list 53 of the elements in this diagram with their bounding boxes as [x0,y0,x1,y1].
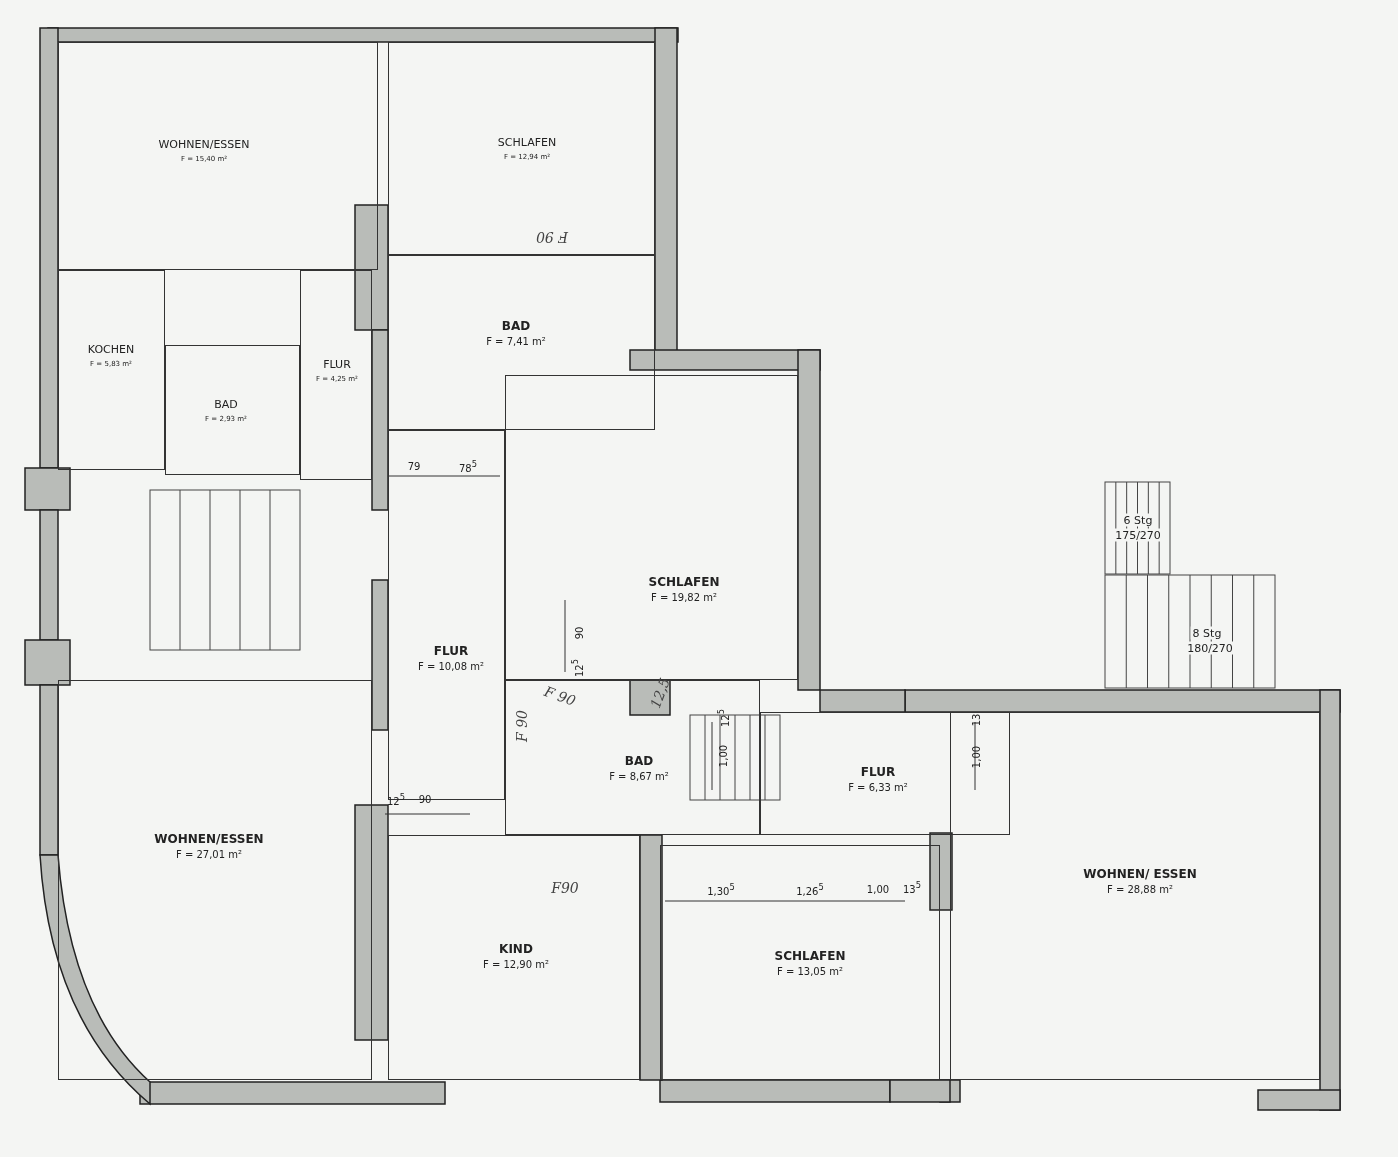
dimension-label: 1,30$^{5}$ [707,883,735,897]
room-outline [58,680,372,1080]
room-name: FLUR [860,765,896,779]
room-name: WOHNEN/ESSEN [158,137,250,151]
room-outline [300,270,372,480]
room-name: WOHNEN/ESSEN [154,832,264,846]
dimension-label: 13 [972,713,982,727]
room-area: F = 7,41 m² [486,335,546,347]
room-outline [58,270,165,470]
room-outline [760,712,1010,835]
dimension-label: 1,00 [719,744,729,768]
stair-label: 8 Stg [1190,626,1224,640]
dimension-label: 1,00 [972,745,982,769]
room-name: BAD [624,754,654,768]
room-name: BAD [214,397,238,411]
room-name: WOHNEN/ ESSEN [1083,867,1197,881]
room-name: SCHLAFEN [648,575,720,589]
dimension-label: 78$^{5}$ [459,460,477,474]
stair-label: 180/270 [1185,641,1235,655]
room-outline [165,345,300,475]
room-area: F = 10,08 m² [418,660,484,672]
room-name: FLUR [433,644,469,658]
handwritten-note: F 90 [542,683,578,709]
room-area: F = 13,05 m² [777,965,843,977]
room-name: BAD [501,319,531,333]
room-name: SCHLAFEN [774,949,846,963]
room-outline [388,255,655,430]
handwritten-note: F 90 [515,710,529,742]
dimension-label: 13$^{5}$ [903,881,921,895]
room-area: F = 8,67 m² [609,770,669,782]
handwritten-note: F90 [551,881,579,895]
room-area: F = 28,88 m² [1107,883,1173,895]
room-area: F = 19,82 m² [651,591,717,603]
dimension-label: 90 [575,626,585,640]
stair-label: 6 Stg [1121,513,1155,527]
room-outline [58,42,378,270]
room-area: F = 6,33 m² [848,781,908,793]
room-outline [660,845,940,1080]
room-outline [950,712,1320,1080]
dimension-label: 79 [407,462,421,472]
handwritten-note: 12,5 [648,675,672,711]
room-area: F = 12,90 m² [483,958,549,970]
room-name: KIND [499,942,533,956]
room-outline [388,835,640,1080]
room-name: FLUR [323,357,351,371]
room-outline [388,42,655,255]
room-name: KOCHEN [87,342,135,356]
dimension-label: 1,00 [866,885,890,895]
room-area: F = 27,01 m² [176,848,242,860]
dimension-label: 1,26$^{5}$ [796,883,824,897]
room-name: SCHLAFEN [497,135,557,149]
stair-label: 175/270 [1113,528,1163,542]
handwritten-note: F 90 [536,230,568,244]
